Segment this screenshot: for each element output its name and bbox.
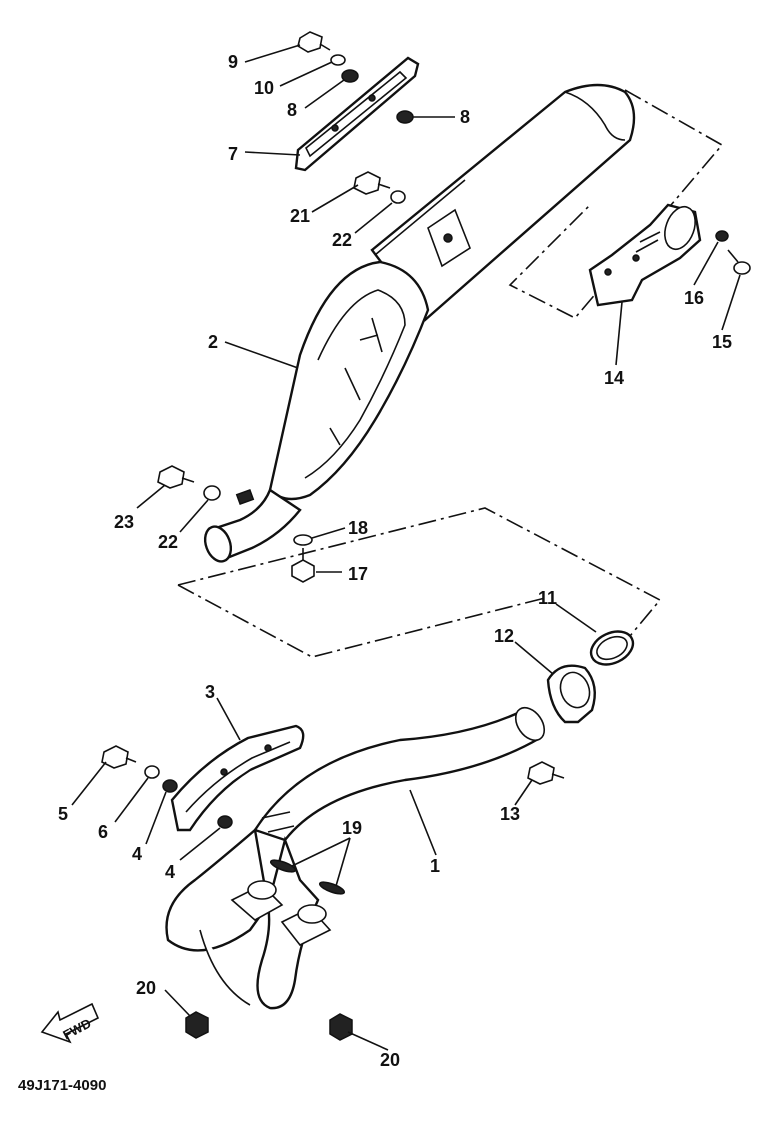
joint-12	[546, 664, 596, 724]
grommet-8-left	[341, 69, 359, 83]
callout-10: 10	[254, 78, 274, 98]
heat-protector-upper	[294, 56, 420, 172]
fwd-arrow: FWD	[40, 1002, 100, 1044]
callout-12: 12	[494, 626, 514, 646]
callout-23: 23	[114, 512, 134, 532]
callout-9: 9	[228, 52, 238, 72]
washer-22-upper	[390, 190, 406, 204]
callout-20: 20	[380, 1050, 400, 1070]
callout-14: 14	[604, 368, 624, 388]
bolt-9	[297, 31, 331, 53]
grommet-4-lower	[217, 815, 233, 829]
drawing-code: 49J171-4090	[18, 1077, 106, 1094]
callout-20: 20	[136, 978, 156, 998]
grommet-8-right	[396, 110, 414, 124]
callouts: 9 10 8 8 7 21 22 2 16 15 14 23 22 18 17 …	[58, 52, 732, 1070]
callout-1: 1	[430, 856, 440, 876]
exhaust-pipe	[165, 706, 546, 1010]
callout-2: 2	[208, 332, 218, 352]
bolt-15	[727, 249, 751, 275]
callout-11: 11	[538, 588, 557, 608]
callout-22: 22	[332, 230, 352, 250]
callout-16: 16	[684, 288, 704, 308]
alignment-frame-silencer-end	[508, 89, 724, 319]
callout-6: 6	[98, 822, 108, 842]
callout-21: 21	[290, 206, 310, 226]
callout-3: 3	[205, 682, 215, 702]
callout-13: 13	[500, 804, 520, 824]
callout-8: 8	[287, 100, 297, 120]
washer-18	[293, 534, 313, 546]
callout-17: 17	[348, 564, 368, 584]
bolt-23	[157, 465, 195, 489]
callout-22: 22	[158, 532, 178, 552]
washer-10	[330, 54, 346, 66]
callout-7: 7	[228, 144, 238, 164]
spark-arrester	[588, 203, 702, 307]
grommet-4-upper	[162, 779, 178, 793]
washer-16	[715, 230, 729, 242]
gasket-11	[589, 630, 635, 666]
alignment-frame-joint	[177, 507, 662, 661]
callout-18: 18	[348, 518, 368, 538]
callout-5: 5	[58, 804, 68, 824]
callout-8: 8	[460, 107, 470, 127]
nut-20-right	[329, 1013, 353, 1041]
washer-6	[144, 765, 160, 779]
callout-4: 4	[165, 862, 175, 882]
heat-protector-lower	[170, 724, 305, 832]
leader-lines	[71, 44, 741, 1051]
nut-20-left	[185, 1011, 209, 1039]
muffler	[203, 83, 636, 563]
nut-17	[291, 548, 315, 583]
bolt-13	[527, 761, 565, 785]
bolt-5	[101, 745, 137, 769]
washer-22-lower	[203, 485, 221, 501]
callout-19: 19	[342, 818, 362, 838]
bolt-21	[353, 171, 391, 195]
callout-4: 4	[132, 844, 142, 864]
callout-15: 15	[712, 332, 732, 352]
